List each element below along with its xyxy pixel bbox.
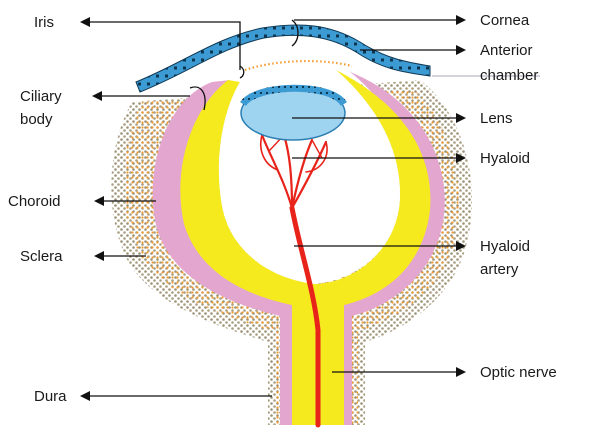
- hyaloid-artery-label-line2: artery: [480, 261, 519, 278]
- hyaloid-artery-label-line1: Hyaloid: [480, 238, 530, 255]
- hyaloid-label: Hyaloid: [480, 150, 530, 167]
- optic-nerve-label: Optic nerve: [480, 364, 557, 381]
- iris-label: Iris: [34, 14, 54, 31]
- cornea-pointer: [294, 15, 466, 25]
- ciliary-body-label-line2: body: [20, 111, 53, 128]
- anterior-chamber-label-line1: Anterior: [480, 42, 533, 59]
- dura-pointer: [80, 391, 272, 401]
- choroid-label: Choroid: [8, 193, 61, 210]
- ciliary-body-label-line1: Ciliary: [20, 88, 62, 105]
- lens-label: Lens: [480, 110, 513, 127]
- sclera-label: Sclera: [20, 248, 63, 265]
- cornea-label: Cornea: [480, 12, 530, 29]
- lens: [241, 86, 345, 140]
- dura-label: Dura: [34, 388, 67, 405]
- anterior-chamber-label-line2: chamber: [480, 67, 538, 84]
